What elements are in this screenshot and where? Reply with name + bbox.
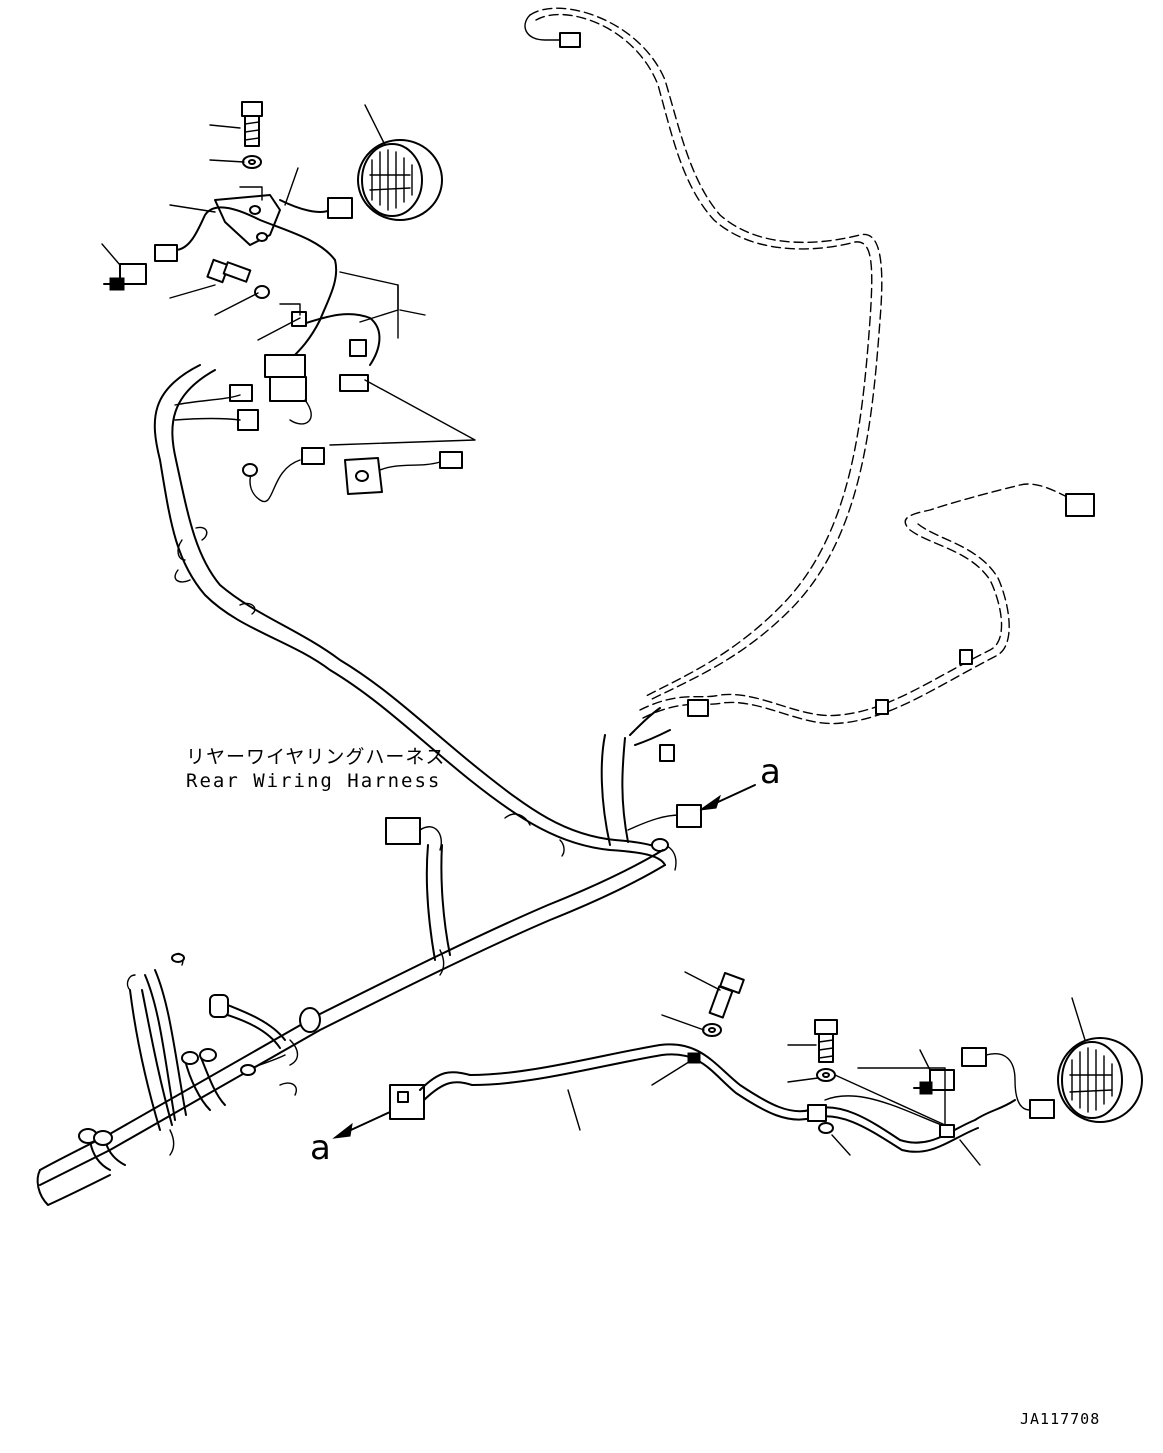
bolt-icon bbox=[241, 101, 263, 147]
harness-junction bbox=[600, 707, 702, 871]
connector-icon bbox=[264, 354, 306, 378]
clip-icon bbox=[687, 1052, 701, 1064]
main-harness-lower bbox=[36, 849, 666, 1206]
main-harness-upper bbox=[153, 364, 666, 866]
ring-terminal-icon bbox=[199, 1048, 217, 1062]
connector-icon bbox=[439, 451, 463, 469]
connector-icon bbox=[237, 409, 259, 431]
connector-icon bbox=[301, 447, 325, 465]
clamp-icon bbox=[807, 1104, 827, 1122]
connector-icon bbox=[687, 699, 709, 717]
connector-icon bbox=[659, 744, 675, 762]
connector-icon bbox=[269, 376, 307, 402]
connector-icon bbox=[339, 374, 369, 392]
harness-label-japanese: リヤーワイヤリングハーネス bbox=[186, 746, 446, 768]
clamp-icon bbox=[959, 649, 973, 665]
bolt-icon bbox=[708, 972, 745, 1019]
arrow-icon bbox=[332, 1111, 391, 1139]
ring-terminal-icon bbox=[651, 838, 669, 852]
ring-terminal-icon bbox=[181, 1051, 199, 1065]
ring-terminal-icon bbox=[242, 463, 258, 477]
bolt-icon bbox=[814, 1019, 838, 1063]
switch-icon bbox=[103, 263, 147, 291]
bolt-icon bbox=[206, 258, 252, 284]
arrow-icon bbox=[699, 784, 756, 811]
leader-lines-upper bbox=[101, 104, 476, 446]
connector-icon bbox=[229, 384, 253, 402]
ring-terminal-icon bbox=[240, 1064, 256, 1076]
drawing-number: JA117708 bbox=[1020, 1410, 1101, 1428]
connector-icon bbox=[676, 804, 702, 828]
ring-terminal-icon bbox=[93, 1130, 113, 1146]
lamp-icon bbox=[357, 139, 443, 221]
clamp-icon bbox=[875, 699, 889, 715]
leader-lines-lower bbox=[567, 971, 1086, 1166]
connector-icon bbox=[559, 32, 581, 48]
dashed-harness-right bbox=[639, 483, 1095, 725]
washer-icon bbox=[254, 285, 270, 299]
harness-left-branches bbox=[78, 952, 321, 1171]
clamp-icon bbox=[939, 1124, 955, 1138]
harness-label-english: Rear Wiring Harness bbox=[186, 770, 442, 792]
bracket-icon bbox=[214, 194, 281, 246]
upper-lamp-assembly bbox=[103, 101, 463, 503]
dashed-harness-upper bbox=[524, 7, 883, 701]
switch-icon bbox=[913, 1069, 955, 1095]
connector-icon bbox=[385, 817, 421, 845]
connector-icon bbox=[349, 339, 367, 357]
reference-letter-top: a bbox=[760, 752, 781, 792]
lamp-icon bbox=[1057, 1037, 1143, 1123]
ring-terminal-icon bbox=[171, 953, 185, 963]
grommet-icon bbox=[299, 1007, 321, 1033]
branch-center-vertical bbox=[385, 817, 451, 961]
connector-icon bbox=[154, 244, 178, 262]
connector-icon bbox=[1065, 493, 1095, 517]
lower-lamp-assembly bbox=[389, 972, 1143, 1153]
reference-letter-bottom: a bbox=[310, 1128, 331, 1168]
connector-icon bbox=[961, 1047, 987, 1067]
connector-icon bbox=[1029, 1099, 1055, 1119]
connector-icon bbox=[327, 197, 353, 219]
connector-icon bbox=[209, 994, 229, 1018]
